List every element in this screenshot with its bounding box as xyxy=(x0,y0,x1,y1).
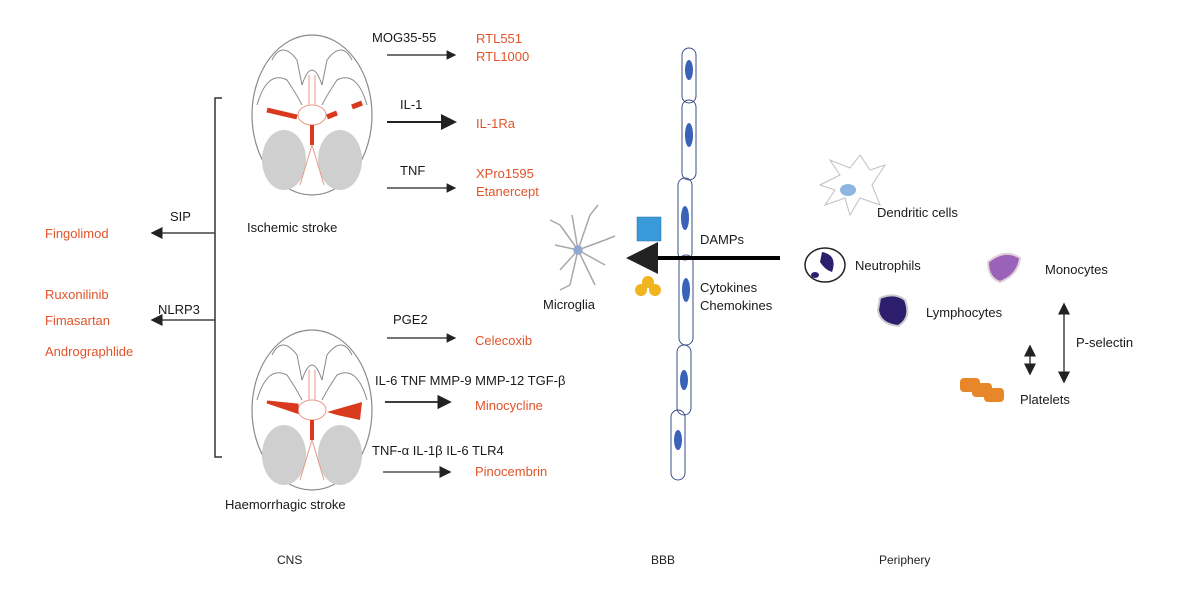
lymphocytes-label: Lymphocytes xyxy=(926,305,1003,320)
drug-rtl551: RTL551 xyxy=(476,31,523,46)
drug-ruxonilinib: Ruxonilinib xyxy=(45,287,109,302)
platelets-label: Platelets xyxy=(1020,392,1070,407)
region-cns: CNS xyxy=(277,553,303,567)
mediator-mog: MOG35-55 xyxy=(372,30,437,45)
mediator-tnf: TNF xyxy=(400,163,426,178)
drug-andrographlide: Andrographlide xyxy=(45,344,134,359)
platelets-icon xyxy=(960,378,1004,402)
drug-rtl1000: RTL1000 xyxy=(476,49,530,64)
drug-xpro1595: XPro1595 xyxy=(476,166,534,181)
drug-il1ra: IL-1Ra xyxy=(476,116,516,131)
monocyte-icon xyxy=(986,252,1022,284)
mediator-nlrp3: NLRP3 xyxy=(158,302,200,317)
dendritic-cells-label: Dendritic cells xyxy=(877,205,958,220)
microglia-label: Microglia xyxy=(543,297,596,312)
damps-label: DAMPs xyxy=(700,232,745,247)
drug-fingolimod: Fingolimod xyxy=(45,226,109,241)
cytokine-icon xyxy=(635,276,661,296)
mediator-il1: IL-1 xyxy=(400,97,423,112)
dendritic-cell-icon xyxy=(818,154,887,217)
cytokines-label: Cytokines xyxy=(700,280,758,295)
lymphocyte-icon xyxy=(876,294,909,328)
microglia-icon xyxy=(549,204,616,291)
mediator-minocycline-group: IL-6 TNF MMP-9 MMP-12 TGF-β xyxy=(375,373,566,388)
mediator-sip: SIP xyxy=(170,209,191,224)
drug-pinocembrin: Pinocembrin xyxy=(475,464,548,479)
haemorrhagic-stroke-label: Haemorrhagic stroke xyxy=(225,497,346,512)
ischemic-brain-icon xyxy=(250,33,374,197)
chemokines-label: Chemokines xyxy=(700,298,773,313)
region-periphery: Periphery xyxy=(879,553,931,567)
drug-etanercept: Etanercept xyxy=(476,184,539,199)
region-bbb: BBB xyxy=(651,553,676,567)
mediator-pinocembrin-group: TNF-α IL-1β IL-6 TLR4 xyxy=(372,443,504,458)
neutrophils-label: Neutrophils xyxy=(855,258,921,273)
mediator-pge2: PGE2 xyxy=(393,312,428,327)
monocytes-label: Monocytes xyxy=(1045,262,1108,277)
neutrophil-icon xyxy=(804,247,846,283)
ischemic-stroke-label: Ischemic stroke xyxy=(247,220,338,235)
drug-fimasartan: Fimasartan xyxy=(45,313,111,328)
bbb-nuclei xyxy=(674,60,693,450)
damp-icon xyxy=(636,216,662,242)
drug-celecoxib: Celecoxib xyxy=(475,333,533,348)
haemorrhagic-brain-icon xyxy=(250,328,374,492)
p-selectin-label: P-selectin xyxy=(1076,335,1134,350)
drug-minocycline: Minocycline xyxy=(475,398,543,413)
bbb-endothelial-cells xyxy=(670,47,697,481)
cns-bracket xyxy=(214,97,222,458)
